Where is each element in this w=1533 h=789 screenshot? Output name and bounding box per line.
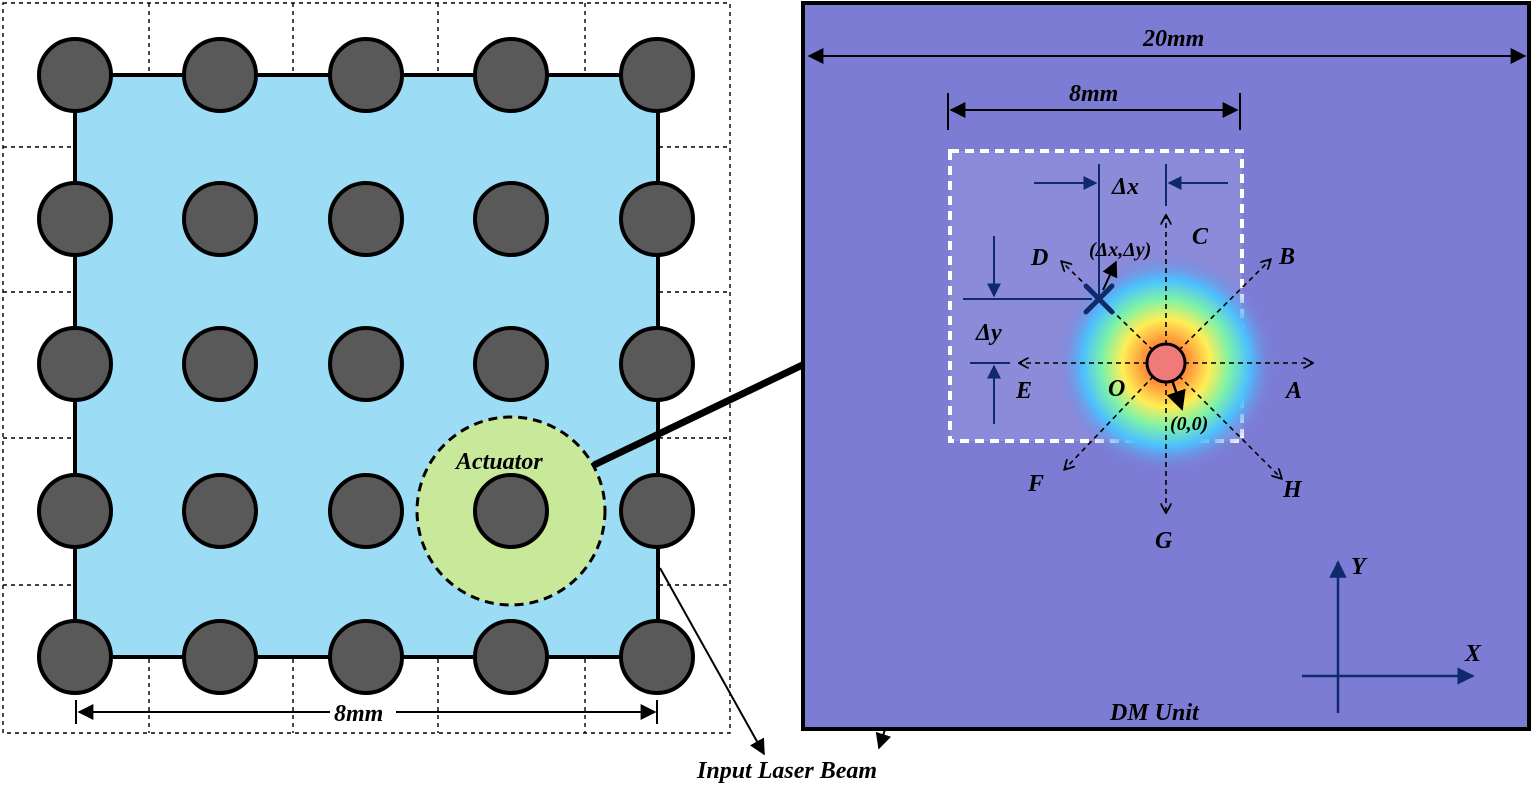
beam-center <box>1145 342 1187 384</box>
dir-c-label: C <box>1192 224 1209 250</box>
dir-d-label: D <box>1030 245 1048 271</box>
actuator-2-4 <box>473 181 549 257</box>
actuator-1-3 <box>328 37 404 113</box>
actuator-panel: Actuator 8mm <box>2 2 731 734</box>
dir-e-label: E <box>1015 378 1032 404</box>
dir-b-label: B <box>1278 244 1295 270</box>
actuator-4-5 <box>619 473 695 549</box>
actuator-4-2 <box>182 473 258 549</box>
dm-unit-label: DM Unit <box>1109 700 1200 726</box>
origin-pointer <box>1166 379 1186 411</box>
actuator-1-1 <box>37 37 113 113</box>
origin-coord-label: (0,0) <box>1170 413 1208 435</box>
dm-unit-panel: 20mm 8mm Δx <box>801 1 1531 731</box>
input-beam-label: Input Laser Beam <box>696 758 877 784</box>
actuator-5-5 <box>619 619 695 695</box>
actuator-label: Actuator <box>454 449 543 475</box>
axis-x-label: X <box>1464 641 1482 667</box>
delta-x-measure <box>1034 164 1228 300</box>
actuator-4-4 <box>473 473 549 549</box>
actuator-1-4 <box>473 37 549 113</box>
actuator-1-2 <box>182 37 258 113</box>
dir-g-label: G <box>1155 528 1173 554</box>
delta-y-label: Δy <box>975 320 1002 346</box>
actuator-5-3 <box>328 619 404 695</box>
dir-a-label: A <box>1284 378 1302 404</box>
dir-h-label: H <box>1282 477 1303 503</box>
actuator-3-3 <box>328 326 404 402</box>
axis-y-label: Y <box>1351 554 1368 580</box>
zone-width-label: 8mm <box>1069 81 1118 107</box>
delta-y-measure <box>963 236 1092 424</box>
actuator-4-3 <box>328 473 404 549</box>
actuator-3-2 <box>182 326 258 402</box>
origin-label: O <box>1108 376 1125 402</box>
actuator-1-5 <box>619 37 695 113</box>
actuator-3-1 <box>37 326 113 402</box>
actuator-2-2 <box>182 181 258 257</box>
beam-pointer-left <box>659 567 765 756</box>
actuator-array <box>37 37 695 695</box>
delta-x-label: Δx <box>1111 174 1139 200</box>
dm-width-label: 20mm <box>1142 26 1204 52</box>
actuator-2-1 <box>37 181 113 257</box>
dir-f-label: F <box>1027 471 1044 497</box>
actuator-4-1 <box>37 473 113 549</box>
actuator-5-4 <box>473 619 549 695</box>
actuator-3-4 <box>473 326 549 402</box>
left-width-label: 8mm <box>334 701 383 727</box>
actuator-2-3 <box>328 181 404 257</box>
xy-axes <box>1302 560 1475 713</box>
actuator-3-5 <box>619 326 695 402</box>
actuator-5-2 <box>182 619 258 695</box>
offset-point-label: (Δx,Δy) <box>1089 239 1151 261</box>
actuator-2-5 <box>619 181 695 257</box>
offset-point-marker <box>1083 283 1115 315</box>
actuator-5-1 <box>37 619 113 695</box>
